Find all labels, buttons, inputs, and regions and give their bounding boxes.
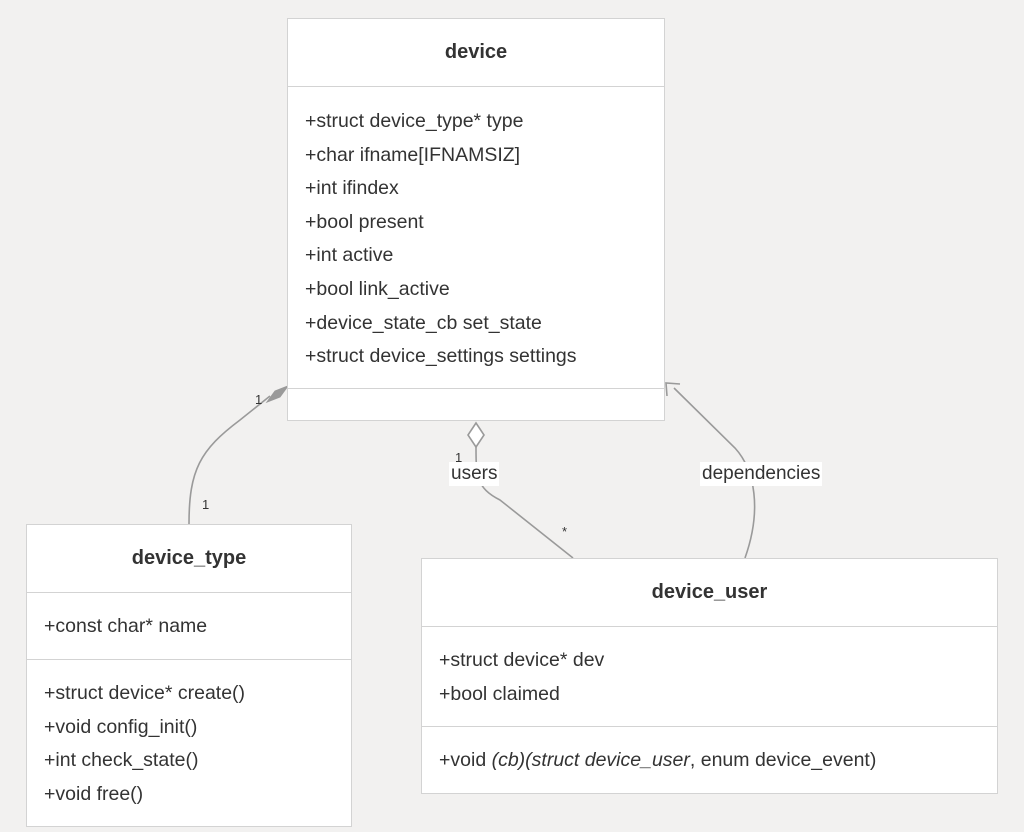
class-device-type-attributes: +const char* name (27, 593, 351, 660)
method: +int check_state() (44, 749, 199, 772)
attribute: +struct device_settings settings (305, 345, 577, 368)
method-italic-part: (cb)(struct device_user (491, 749, 690, 771)
class-device-user-title: device_user (422, 559, 997, 627)
dependency-arrowhead (665, 382, 681, 397)
method: +void (cb)(struct device_user, enum devi… (439, 744, 987, 778)
attribute: +bool claimed (439, 682, 560, 705)
aggregation-multiplicity-device-user: * (562, 524, 567, 539)
aggregation-diamond (467, 421, 485, 449)
attribute: +struct device_type* type (305, 110, 524, 132)
method: +struct device* create() (44, 682, 246, 704)
attribute: +bool present (305, 210, 424, 233)
attribute: +char ifname[IFNAMSIZ] (305, 143, 521, 166)
class-device-title: device (288, 19, 664, 87)
class-device-type[interactable]: device_type +const char* name +struct de… (26, 524, 352, 827)
method: +void free() (44, 782, 144, 805)
class-device-methods (288, 389, 664, 420)
attribute: +int active (305, 244, 394, 267)
composition-line (188, 395, 271, 525)
composition-multiplicity-device: 1 (255, 392, 262, 407)
attribute: +const char* name (44, 615, 208, 637)
dependency-label: dependencies (700, 462, 823, 486)
composition-diamond (265, 384, 290, 404)
method: +void config_init() (44, 715, 198, 738)
class-device-type-methods: +struct device* create() +void config_in… (27, 660, 351, 811)
attribute: +device_state_cb set_state (305, 311, 542, 334)
class-device-user-methods: +void (cb)(struct device_user, enum devi… (422, 727, 997, 778)
class-device[interactable]: device +struct device_type* type +char i… (287, 18, 665, 421)
class-device-attributes: +struct device_type* type +char ifname[I… (288, 87, 664, 389)
dependency-line (673, 387, 756, 559)
method-suffix: , enum device_event) (689, 749, 877, 771)
class-device-user-attributes: +struct device* dev +bool claimed (422, 627, 997, 727)
aggregation-label: users (449, 462, 500, 486)
attribute: +int ifindex (305, 177, 399, 200)
attribute: +struct device* dev (439, 649, 605, 671)
class-device-user[interactable]: device_user +struct device* dev +bool cl… (421, 558, 998, 794)
attribute: +bool link_active (305, 277, 450, 300)
composition-multiplicity-device-type: 1 (202, 497, 209, 512)
method-prefix: +void (439, 749, 492, 771)
aggregation-multiplicity-device: 1 (455, 450, 462, 465)
class-device-type-title: device_type (27, 525, 351, 593)
